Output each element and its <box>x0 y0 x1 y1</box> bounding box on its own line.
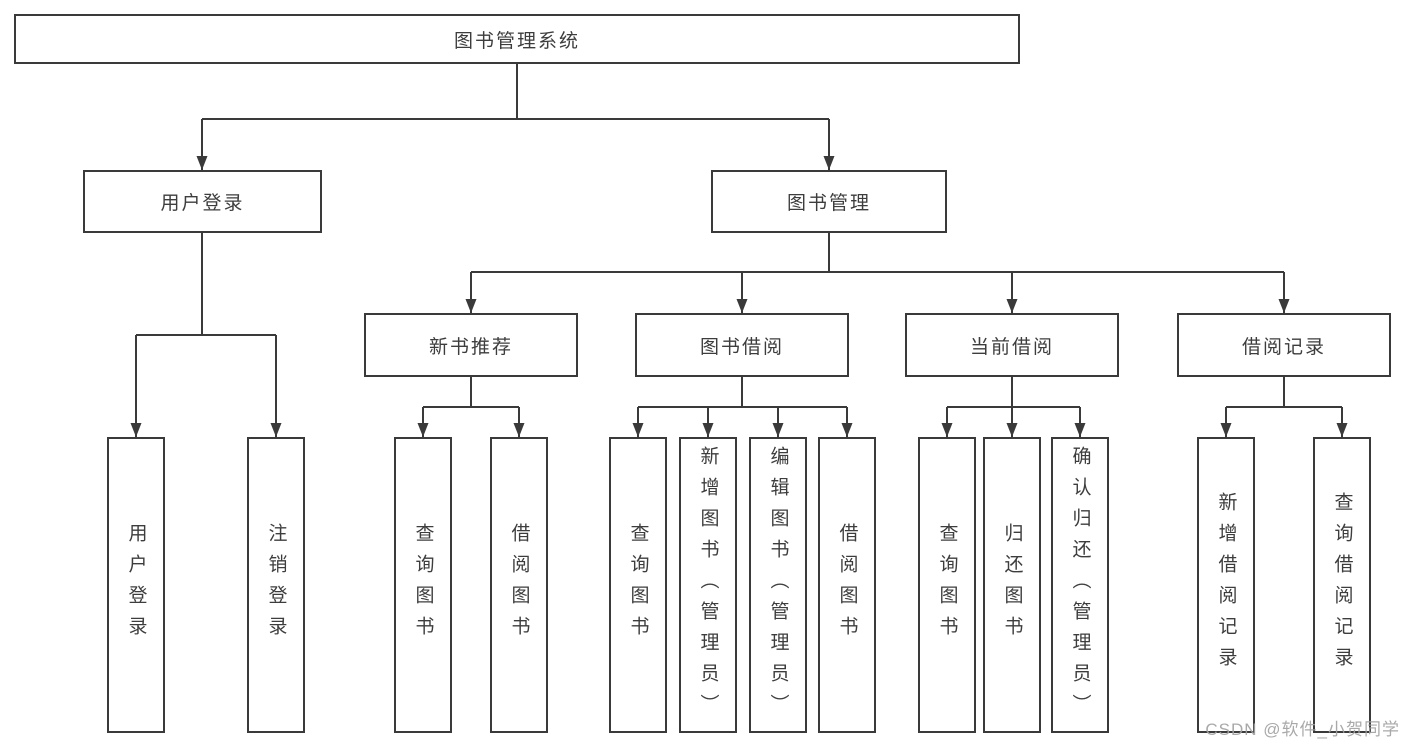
node-new-book-rec: 新书推荐 <box>364 313 578 377</box>
leaf-add-record: 新增借阅记录 <box>1197 437 1255 733</box>
node-current-borrow: 当前借阅 <box>905 313 1119 377</box>
node-book-borrow-label: 图书借阅 <box>699 336 784 358</box>
leaf-query-book-3: 查询图书 <box>918 437 976 733</box>
leaf-user-login: 用户登录 <box>107 437 165 733</box>
node-user-login: 用户登录 <box>83 170 322 233</box>
leaf-confirm-return-label: 确认归还（管理员） <box>1069 445 1091 725</box>
leaf-edit-book-label: 编辑图书（管理员） <box>767 445 789 725</box>
leaf-user-login-label: 用户登录 <box>125 523 147 647</box>
leaf-borrow-book-2-label: 借阅图书 <box>836 523 858 647</box>
leaf-query-book-2: 查询图书 <box>609 437 667 733</box>
leaf-return-book-label: 归还图书 <box>1001 523 1023 647</box>
leaf-add-record-label: 新增借阅记录 <box>1215 492 1237 678</box>
node-library-system-label: 图书管理系统 <box>453 30 580 52</box>
leaf-add-book: 新增图书（管理员） <box>679 437 737 733</box>
node-current-borrow-label: 当前借阅 <box>969 336 1054 358</box>
leaf-return-book: 归还图书 <box>983 437 1041 733</box>
leaf-logout: 注销登录 <box>247 437 305 733</box>
leaf-query-book-3-label: 查询图书 <box>936 523 958 647</box>
leaf-add-book-label: 新增图书（管理员） <box>697 445 719 725</box>
leaf-query-book-2-label: 查询图书 <box>627 523 649 647</box>
leaf-edit-book: 编辑图书（管理员） <box>749 437 807 733</box>
node-borrow-records-label: 借阅记录 <box>1241 336 1326 358</box>
node-book-borrow: 图书借阅 <box>635 313 849 377</box>
leaf-borrow-book-2: 借阅图书 <box>818 437 876 733</box>
leaf-logout-label: 注销登录 <box>265 523 287 647</box>
csdn-watermark: CSDN @软件_小贺同学 <box>1205 720 1400 739</box>
leaf-borrow-book-1-label: 借阅图书 <box>508 523 530 647</box>
leaf-confirm-return: 确认归还（管理员） <box>1051 437 1109 733</box>
tree-trunk-lines <box>136 64 1342 408</box>
node-book-mgmt-label: 图书管理 <box>786 193 871 214</box>
leaf-query-book-1: 查询图书 <box>394 437 452 733</box>
node-book-mgmt: 图书管理 <box>711 170 947 233</box>
node-borrow-records: 借阅记录 <box>1177 313 1391 377</box>
leaf-query-book-1-label: 查询图书 <box>412 523 434 647</box>
leaf-query-record: 查询借阅记录 <box>1313 437 1371 733</box>
node-library-system: 图书管理系统 <box>14 14 1020 64</box>
leaf-query-record-label: 查询借阅记录 <box>1331 492 1353 678</box>
node-new-book-rec-label: 新书推荐 <box>428 336 513 358</box>
leaf-borrow-book-1: 借阅图书 <box>490 437 548 733</box>
node-user-login-label: 用户登录 <box>160 193 245 214</box>
